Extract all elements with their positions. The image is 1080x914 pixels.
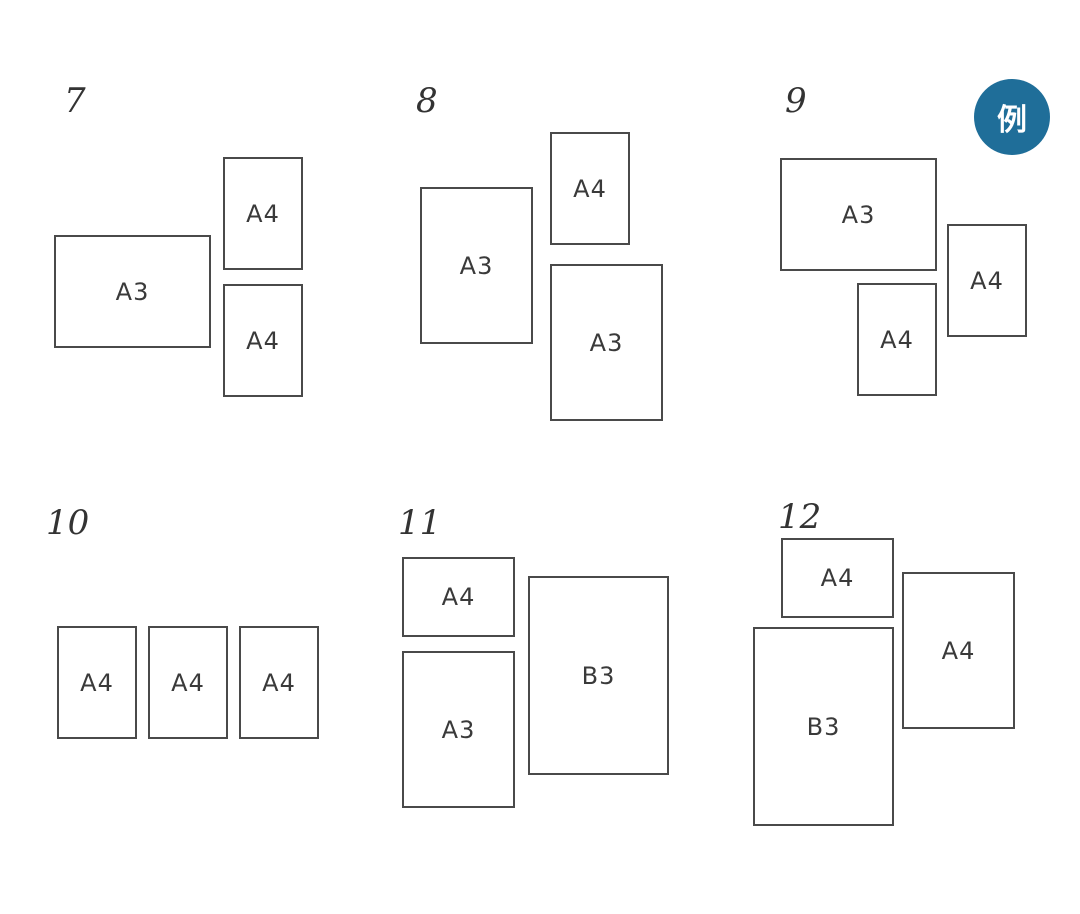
frame-label: A4 [246,199,280,228]
frame-a4: A4 [402,557,515,637]
layout-number-11: 11 [398,503,442,543]
frame-label: A4 [941,636,976,665]
frame-b3: B3 [528,576,669,775]
frame-a4: A4 [223,157,303,270]
frame-label: A3 [841,200,876,229]
frame-a4: A4 [947,224,1027,337]
frame-label: A4 [80,668,114,697]
frame-label: A4 [171,668,205,697]
layout-number-12: 12 [778,497,822,537]
layout-number-8: 8 [416,81,438,121]
frame-label: A4 [820,564,855,592]
layout-number-9: 9 [785,81,807,121]
frame-b3: B3 [753,627,894,826]
frame-label: A3 [459,251,494,280]
frame-label: A4 [880,325,914,354]
frame-a4: A4 [550,132,630,245]
frame-a4: A4 [902,572,1015,729]
frame-a3: A3 [780,158,937,271]
frame-label: A4 [246,326,280,355]
example-badge: 例 [974,79,1050,155]
frame-label: A4 [441,583,476,611]
frame-label: B3 [806,712,841,741]
frame-a3: A3 [550,264,663,421]
layout-number-10: 10 [46,503,90,543]
frame-label: A3 [441,715,476,744]
frame-a4: A4 [781,538,894,618]
frame-label: A4 [970,266,1004,295]
frame-a3: A3 [420,187,533,344]
frame-a4: A4 [148,626,228,739]
frame-a4: A4 [57,626,137,739]
badge-text: 例 [997,103,1027,138]
frame-label: A3 [115,277,150,306]
frame-a4: A4 [223,284,303,397]
frame-label: A4 [262,668,296,697]
frame-label: A3 [589,328,624,357]
frame-a3: A3 [54,235,211,348]
frame-a4: A4 [857,283,937,396]
layout-number-7: 7 [64,81,86,121]
frame-label: A4 [573,174,607,203]
frame-a4: A4 [239,626,319,739]
frame-a3: A3 [402,651,515,808]
frame-label: B3 [581,661,616,690]
